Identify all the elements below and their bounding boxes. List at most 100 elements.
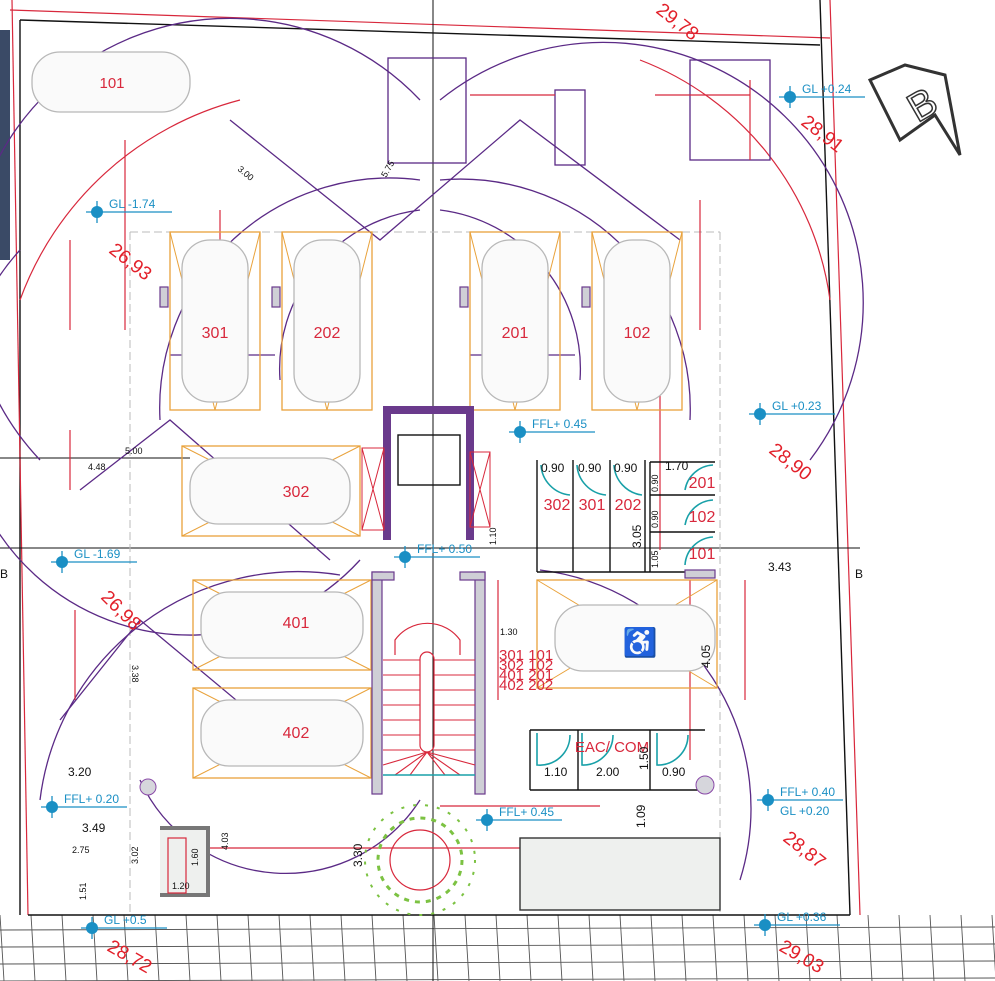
level-label: GL +0.20 <box>780 804 830 818</box>
level-label: GL +0.24 <box>802 82 852 96</box>
level-marker: GL +0.20 <box>780 804 830 818</box>
storage-room-201: 201 <box>689 475 716 492</box>
parking-spot-401: 401 <box>192 579 372 671</box>
level-label: FFL+ 0.50 <box>417 542 472 556</box>
dimension: 1.51 <box>78 882 88 900</box>
elevation: 28,90 <box>765 439 815 485</box>
dimension: 3.02 <box>130 846 140 864</box>
dimension: 4.05 <box>699 644 713 668</box>
parking-spot-202: 202 <box>271 231 373 411</box>
dimension: 3.43 <box>768 560 792 574</box>
level-label: FFL+ 0.45 <box>499 805 554 819</box>
section-marker-right: B <box>855 567 863 581</box>
level-label: GL +0.5 <box>104 913 147 927</box>
elevation: 28,91 <box>797 111 847 157</box>
level-label: GL +0.23 <box>772 399 822 413</box>
dimension: 4.48 <box>88 462 106 472</box>
spot-number: 202 <box>314 325 341 342</box>
spot-number: 302 <box>283 484 310 501</box>
dimension: 5.75 <box>379 159 396 179</box>
staircase <box>371 571 486 795</box>
storage-room-301: 301 <box>579 497 606 514</box>
spot-number: 201 <box>502 325 529 342</box>
parking-spot-201: 201 <box>459 231 561 411</box>
level-label: FFL+ 0.40 <box>780 785 835 799</box>
dimension: 1.09 <box>634 804 648 828</box>
dimension-labels: 0.90 0.90 0.90 1.70 3.05 0.90 0.90 1.05 … <box>68 159 792 900</box>
legend-line: 301 101 <box>499 647 553 664</box>
level-marker: FFL+ 0.50 <box>394 542 480 568</box>
dimension: 3.20 <box>68 765 92 779</box>
level-marker: FFL+ 0.45 <box>476 805 562 831</box>
level-marker: GL +0.23 <box>749 399 835 425</box>
dimension: 1.20 <box>172 881 190 891</box>
spot-number: 102 <box>624 325 651 342</box>
tree <box>364 804 476 916</box>
spot-number: 101 <box>99 75 124 92</box>
dimension: 2.75 <box>72 845 90 855</box>
dimension: 3.49 <box>82 821 106 835</box>
eac-com-label: EAC/ COM <box>575 739 649 756</box>
level-marker: GL -1.74 <box>86 197 172 223</box>
dimension: 1.10 <box>488 527 498 545</box>
site-boundary <box>0 0 861 981</box>
elevator-core <box>361 406 491 540</box>
parking-spot-302: 302 <box>181 445 361 537</box>
level-label: GL -1.69 <box>74 547 121 561</box>
parking-spot-102: 102 <box>581 231 683 411</box>
storage-room-101: 101 <box>689 546 716 563</box>
dimension: 5.00 <box>125 446 143 456</box>
stair-legend: 301 101 302 102 401 201 402 202 <box>499 647 553 694</box>
dimension: 4.03 <box>220 832 230 850</box>
dimension: 1.30 <box>500 627 518 637</box>
parking-spot-301: 301 <box>159 231 261 411</box>
dimension: 0.90 <box>650 474 660 492</box>
red-guides <box>67 80 751 849</box>
spot-number: 402 <box>283 725 310 742</box>
dimension: 1.70 <box>665 459 689 473</box>
level-marker: GL +0.24 <box>779 82 865 108</box>
legend-line: 302 102 <box>499 657 553 674</box>
dimension: 0.90 <box>614 461 638 475</box>
dimension: 0.90 <box>578 461 602 475</box>
level-marker: GL -1.69 <box>51 547 137 573</box>
elevation: 26,98 <box>96 587 144 635</box>
section-marker-left: B <box>0 567 8 581</box>
dimension: 1.60 <box>190 848 200 866</box>
elevation: 29,78 <box>652 0 702 45</box>
level-marker: GL +0.36 <box>754 910 840 936</box>
spot-number: 401 <box>283 615 310 632</box>
level-label: GL -1.74 <box>109 197 156 211</box>
parking-spot-101: 101 <box>31 51 191 113</box>
dimension: 0.90 <box>541 461 565 475</box>
north-compass: B <box>867 63 962 156</box>
storage-room-202: 202 <box>615 497 642 514</box>
accessible-parking-spot: ♿ <box>536 579 718 689</box>
paving-grid <box>0 914 995 981</box>
utility-rooms: EAC/ COM <box>139 729 715 796</box>
storage-room-302: 302 <box>544 497 571 514</box>
level-marker: FFL+ 0.45 <box>509 417 595 443</box>
dimension: 3.30 <box>351 843 365 867</box>
storage-room-102: 102 <box>689 509 716 526</box>
level-marker: FFL+ 0.40 <box>757 785 843 811</box>
dimension: 0.90 <box>662 765 686 779</box>
level-label: GL +0.36 <box>777 910 827 924</box>
legend-line: 401 201 <box>499 667 553 684</box>
level-marker: FFL+ 0.20 <box>41 792 127 818</box>
wheelchair-icon: ♿ <box>623 626 658 659</box>
level-label: FFL+ 0.45 <box>532 417 587 431</box>
storage-block: 302 301 202 201 102 101 <box>536 460 716 579</box>
parking-spot-402: 402 <box>192 687 372 779</box>
dimension: 1.05 <box>650 550 660 568</box>
spot-number: 301 <box>202 325 229 342</box>
dimension: 2.00 <box>596 765 620 779</box>
dimension: 3.38 <box>130 665 140 683</box>
dimension: 0.90 <box>650 510 660 528</box>
dimension: 3.00 <box>236 164 256 183</box>
level-marker: GL +0.5 <box>81 913 167 939</box>
legend-line: 402 202 <box>499 677 553 694</box>
dimension: 1.50 <box>637 746 651 770</box>
